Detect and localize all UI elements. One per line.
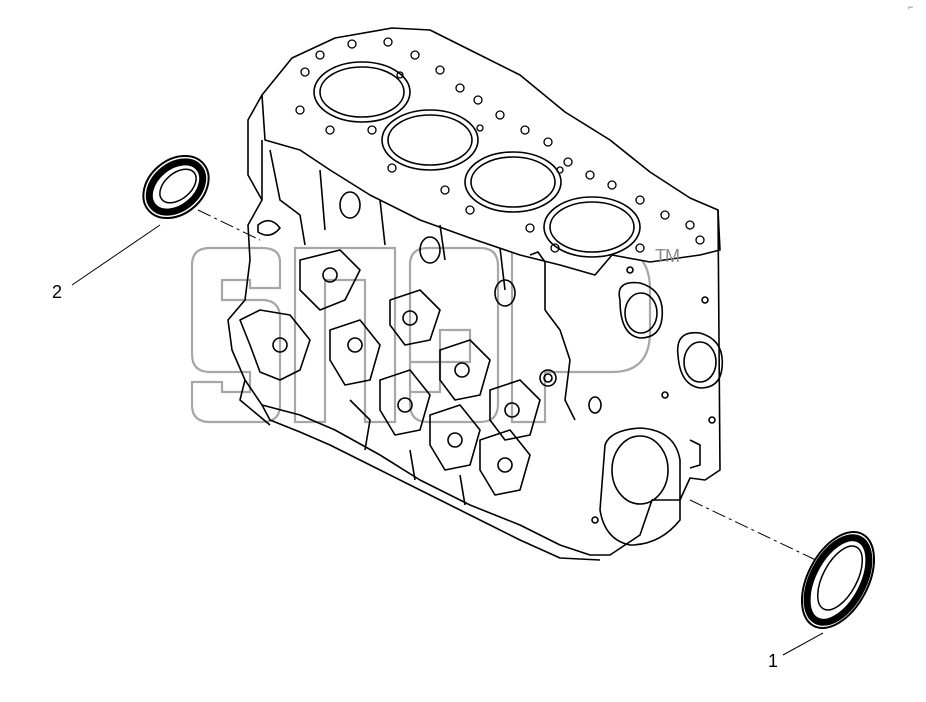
oil-seal-1 [800, 530, 876, 630]
corner-mark: ⌐ [908, 2, 914, 12]
callout-number-1: 1 [768, 651, 779, 671]
watermark-logo [190, 246, 652, 424]
engine-block [227, 27, 724, 561]
oil-seal-2 [142, 154, 210, 220]
assembly-center-lines [197, 209, 823, 564]
callout-number-2: 2 [52, 282, 63, 302]
leader-lines [71, 224, 824, 656]
trademark-symbol: TM [655, 246, 680, 266]
